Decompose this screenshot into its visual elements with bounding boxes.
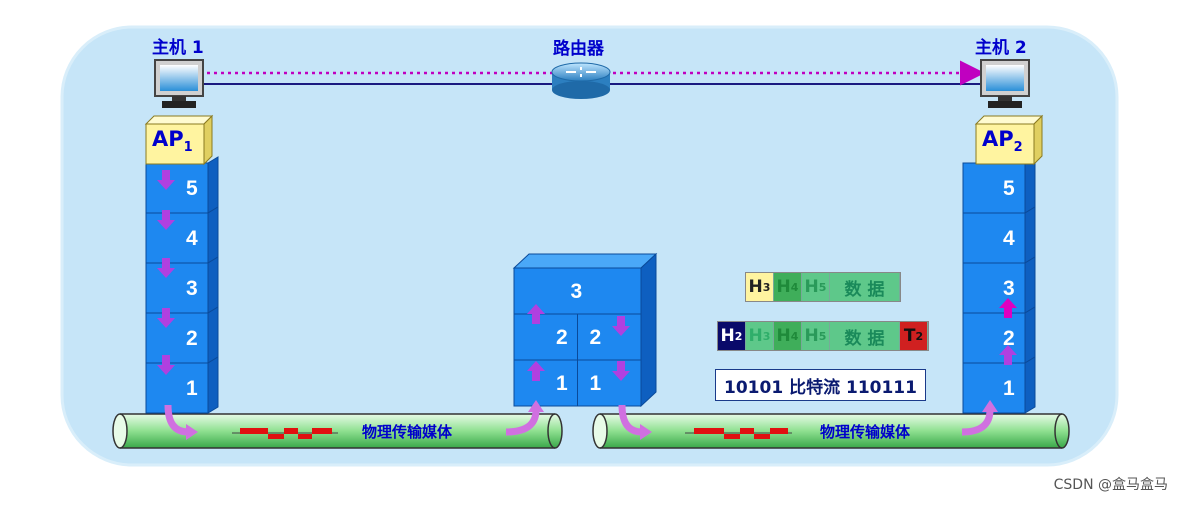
host1-down-arrow-0 <box>157 170 175 190</box>
host1-computer-icon <box>154 59 204 108</box>
router-in-curve-arrowhead <box>528 400 544 412</box>
ap2-box <box>974 114 1044 166</box>
router-right-layer-label-2: 2 <box>590 326 602 349</box>
ap2-main: AP <box>982 127 1014 151</box>
host2-layer-label-4: 4 <box>1003 227 1015 250</box>
signal-waveform-right <box>685 428 792 439</box>
ap1-box <box>144 114 214 166</box>
medium-label-right: 物理传输媒体 <box>820 423 911 441</box>
host2-layer-3: 3 <box>962 256 1036 314</box>
host1-label: 主机 1 <box>152 38 204 58</box>
router-out-curve-arrow <box>618 404 643 436</box>
ap1-label: AP1 <box>152 127 193 155</box>
host1-layer-3: 3 <box>145 256 219 314</box>
host1-layer-label-3: 3 <box>186 277 198 300</box>
background-panel <box>60 25 1119 467</box>
bitstream-box: 10101 比特流 110111 <box>715 369 926 401</box>
host1-layer-label-4: 4 <box>186 227 198 250</box>
host2-label: 主机 2 <box>975 38 1027 58</box>
host2-up-arrow-2 <box>999 298 1017 318</box>
ap1-sub: 1 <box>183 140 193 156</box>
host2-layer-2: 2 <box>962 306 1036 364</box>
router-left-up-arrow-1 <box>527 361 545 381</box>
host2-computer-icon <box>980 59 1030 108</box>
host1-layer-stack: 5 4 3 2 1 <box>145 156 219 414</box>
host2-layer-5: 5 <box>962 156 1036 214</box>
router-left-up-arrow-2 <box>527 304 545 324</box>
host1-layer-4: 4 <box>145 206 219 264</box>
host2-layer-label-5: 5 <box>1003 177 1015 200</box>
router-right-layer-1: 1 <box>577 359 642 407</box>
flow-arrows <box>157 170 1017 440</box>
router-right-down-arrow-2 <box>612 361 630 381</box>
router-out-curve-arrowhead <box>640 424 652 440</box>
router-layer-label-top: 3 <box>571 280 583 303</box>
host1-layer-label-1: 1 <box>186 377 198 400</box>
router-left-layer-label-1: 1 <box>556 372 568 395</box>
router-left-layer-1: 1 <box>513 359 578 407</box>
watermark: CSDN @盒马盒马 <box>1053 477 1168 493</box>
ap2-label: AP2 <box>982 127 1023 155</box>
host2-up-arrow-1 <box>999 345 1017 365</box>
host1-layer-5: 5 <box>145 156 219 214</box>
host1-layer-1: 1 <box>145 356 219 414</box>
host1-curve-arrowhead <box>186 424 198 440</box>
router-right-layer-label-1: 1 <box>590 372 602 395</box>
router-left-layer-2: 2 <box>513 313 578 361</box>
router-in-curve-arrow <box>505 409 540 436</box>
host2-layer-1: 1 <box>962 356 1036 414</box>
ap1-main: AP <box>152 127 184 151</box>
host1-down-arrow-3 <box>157 308 175 328</box>
medium-label-left: 物理传输媒体 <box>362 423 453 441</box>
host1-layer-label-5: 5 <box>186 177 198 200</box>
router-right-down-arrow-1 <box>612 316 630 336</box>
host1-down-arrow-2 <box>157 258 175 278</box>
host2-curve-arrowhead <box>982 400 998 412</box>
host1-layer-label-2: 2 <box>186 327 198 350</box>
pdu2-cell-4: 数 据 <box>830 322 900 350</box>
router-icon <box>551 62 611 99</box>
host1-down-arrow-4 <box>157 355 175 375</box>
host2-layer-label-2: 2 <box>1003 327 1015 350</box>
host2-layer-label-3: 3 <box>1003 277 1015 300</box>
host1-down-arrow-1 <box>157 210 175 230</box>
host2-layer-4: 4 <box>962 206 1036 264</box>
ap2-sub: 2 <box>1013 140 1023 156</box>
host1-curve-arrow <box>164 404 189 436</box>
host1-layer-2: 2 <box>145 306 219 364</box>
pdu1-cell-3: 数 据 <box>830 273 900 301</box>
ap-boxes <box>144 114 1044 166</box>
host2-curve-arrow <box>961 409 994 436</box>
router-label: 路由器 <box>553 39 604 59</box>
host2-layer-stack: 5 4 3 2 1 <box>962 156 1036 414</box>
router-left-layer-label-2: 2 <box>556 326 568 349</box>
signal-waveform-left <box>232 428 338 439</box>
router-right-layer-2: 2 <box>577 313 642 361</box>
medium-tube-left <box>112 413 563 449</box>
host2-layer-label-1: 1 <box>1003 377 1015 400</box>
